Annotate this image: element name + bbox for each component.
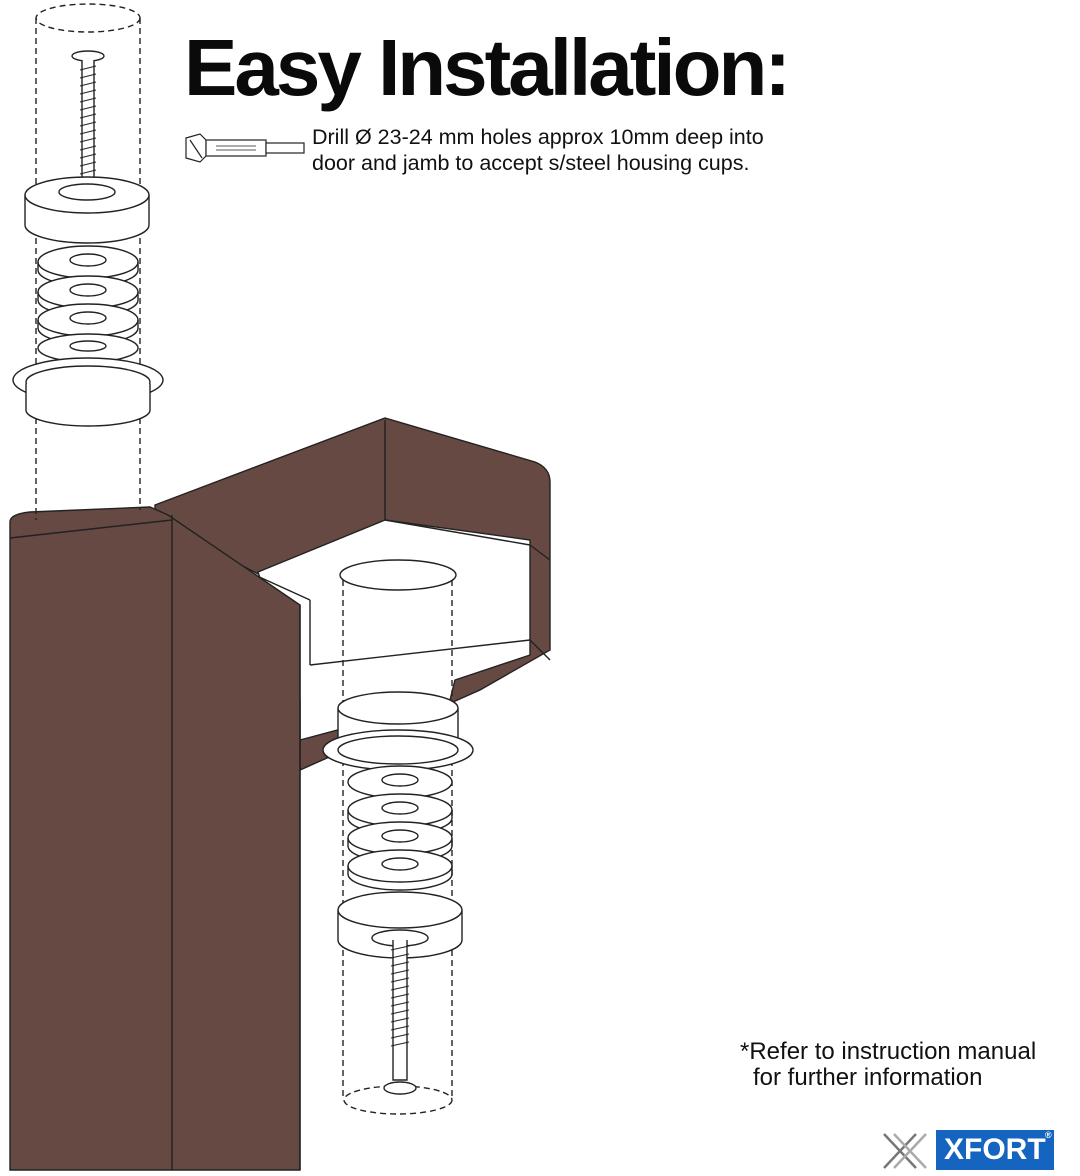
footnote-line-2: for further information (753, 1064, 983, 1091)
door-leaf (9, 506, 301, 1171)
forstner-drill-bit-icon (185, 133, 305, 163)
trademark-symbol: ® (1045, 1130, 1052, 1140)
top-flange-ring (12, 357, 164, 427)
drill-instruction: Drill Ø 23-24 mm holes approx 10mm deep … (312, 124, 782, 176)
manual-footnote: *Refer to instruction manual for further… (740, 1039, 1036, 1091)
page-title: Easy Installation: (184, 23, 791, 112)
top-washers (37, 245, 139, 363)
drill-instruction-line-2: door and jamb to accept s/steel housing … (312, 151, 750, 175)
top-drill-guide (35, 3, 141, 520)
xfort-logo-icon (883, 1133, 927, 1169)
bottom-lower-cup (337, 891, 463, 959)
bottom-screw (383, 940, 417, 1095)
top-screw (71, 50, 105, 212)
drill-instruction-line-1: Drill Ø 23-24 mm holes approx 10mm deep … (312, 125, 764, 149)
brand-name: XFORT (944, 1133, 1046, 1166)
top-housing-cup (24, 176, 150, 244)
bottom-washers (347, 765, 453, 891)
bottom-flange-ring (322, 729, 474, 771)
brand-logo: XFORT® (884, 1129, 1054, 1171)
door-jamb (154, 417, 551, 772)
brand-wordmark: XFORT® (936, 1130, 1054, 1170)
footnote-line-1: *Refer to instruction manual (740, 1038, 1037, 1065)
